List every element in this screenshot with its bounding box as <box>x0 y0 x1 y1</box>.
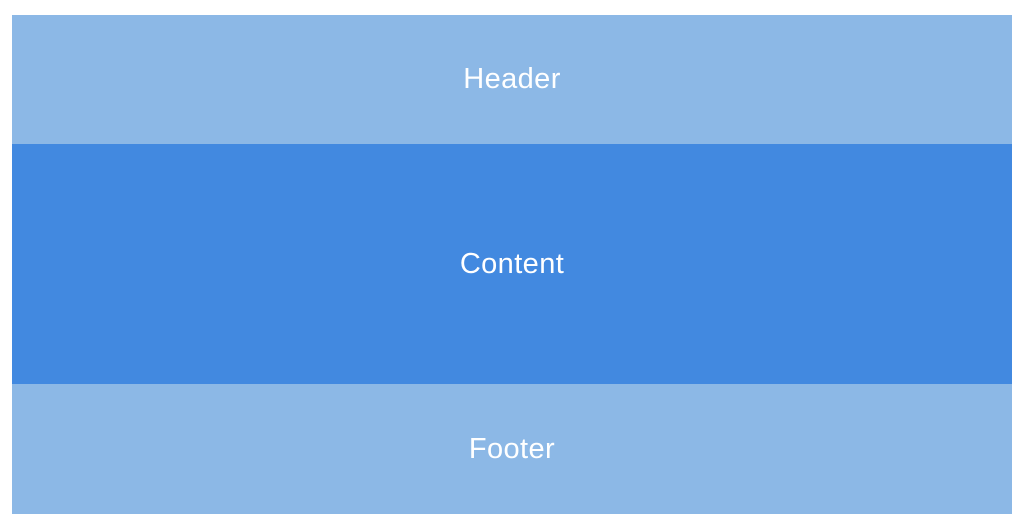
page-layout: Header Content Footer <box>12 15 1012 514</box>
header-band: Header <box>12 15 1012 144</box>
header-label: Header <box>463 63 561 95</box>
footer-band: Footer <box>12 384 1012 514</box>
footer-label: Footer <box>468 432 556 465</box>
content-label: Content <box>459 247 565 280</box>
content-band: Content <box>12 144 1012 384</box>
